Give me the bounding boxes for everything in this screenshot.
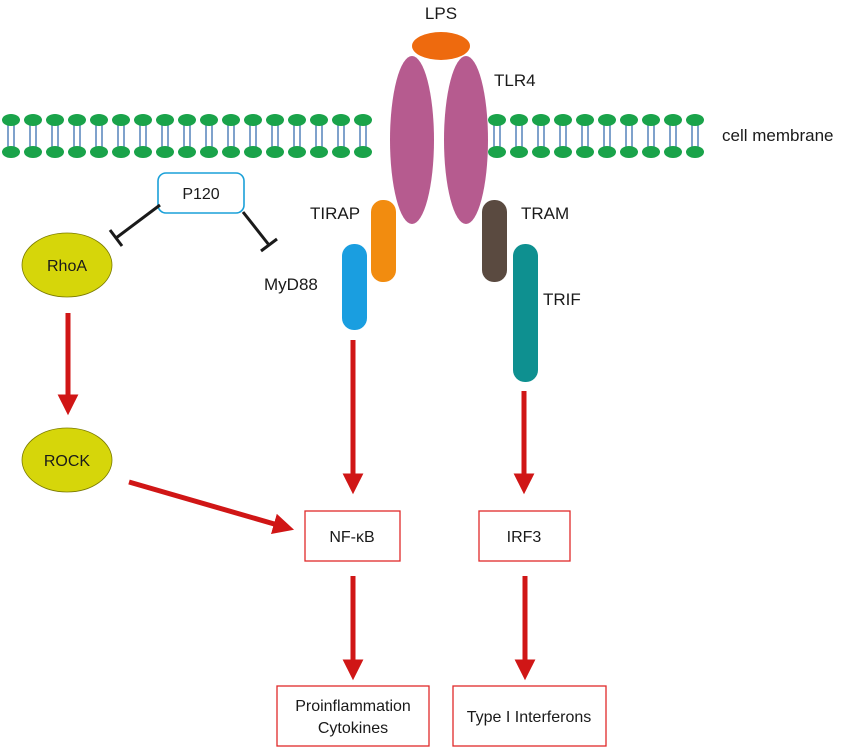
lipid-unit xyxy=(112,114,130,158)
nfkb-box xyxy=(304,510,401,562)
myd88-adaptor xyxy=(342,244,367,330)
lps-label: LPS xyxy=(425,4,457,23)
lipid-unit xyxy=(68,114,86,158)
interferons-label: Type I Interferons xyxy=(467,709,592,726)
trif-label: TRIF xyxy=(543,290,581,309)
cell-membrane xyxy=(2,114,704,158)
p120-inhibits-myd88-bar xyxy=(260,237,278,253)
lipid-unit xyxy=(222,114,240,158)
lipid-unit xyxy=(510,114,528,158)
lipid-unit xyxy=(332,114,350,158)
p120-inhibits-rhoa-line xyxy=(115,203,161,240)
lipid-unit xyxy=(598,114,616,158)
rock-node xyxy=(21,427,113,493)
irf3-box xyxy=(478,510,571,562)
tlr4-right-subunit xyxy=(444,56,488,224)
cell-membrane-label: cell membrane xyxy=(722,126,834,145)
myd88-label: MyD88 xyxy=(264,275,318,294)
rock-label: ROCK xyxy=(44,453,91,470)
tirap-adaptor xyxy=(371,200,396,282)
nfkb-label: NF-κB xyxy=(329,529,374,546)
p120-inhibits-myd88-line xyxy=(241,211,271,246)
lipid-unit xyxy=(244,114,262,158)
p120-label: P120 xyxy=(182,186,219,203)
lipid-unit xyxy=(288,114,306,158)
lipid-unit xyxy=(2,114,20,158)
lipid-unit xyxy=(24,114,42,158)
tram-label: TRAM xyxy=(521,204,569,223)
cytokines-box xyxy=(276,685,430,747)
rock-to-nfkb-arrow xyxy=(128,479,295,535)
rhoa-node xyxy=(21,232,113,298)
lipid-unit xyxy=(576,114,594,158)
interferons-box xyxy=(452,685,607,747)
lipid-unit xyxy=(642,114,660,158)
lipid-unit xyxy=(156,114,174,158)
lipid-unit xyxy=(620,114,638,158)
lps-molecule xyxy=(412,32,470,60)
cytokines-label-line2: Cytokines xyxy=(318,720,388,737)
p120-box xyxy=(157,172,245,214)
lipid-unit xyxy=(354,114,372,158)
cytokines-label-line1: Proinflammation xyxy=(295,698,411,715)
lipid-unit xyxy=(310,114,328,158)
tram-adaptor xyxy=(482,200,507,282)
lipid-unit xyxy=(554,114,572,158)
lipid-unit xyxy=(134,114,152,158)
lipid-unit xyxy=(686,114,704,158)
lipid-unit xyxy=(664,114,682,158)
lipid-unit xyxy=(532,114,550,158)
tirap-label: TIRAP xyxy=(310,204,360,223)
lipid-unit xyxy=(90,114,108,158)
irf3-label: IRF3 xyxy=(507,529,542,546)
tlr4-left-subunit xyxy=(390,56,434,224)
lipid-unit xyxy=(46,114,64,158)
tlr4-label: TLR4 xyxy=(494,71,536,90)
lipid-unit xyxy=(178,114,196,158)
rhoa-label: RhoA xyxy=(47,258,87,275)
p120-inhibits-rhoa-bar xyxy=(108,229,124,247)
lipid-unit xyxy=(200,114,218,158)
lipid-unit xyxy=(488,114,506,158)
lipid-unit xyxy=(266,114,284,158)
trif-adaptor xyxy=(513,244,538,382)
